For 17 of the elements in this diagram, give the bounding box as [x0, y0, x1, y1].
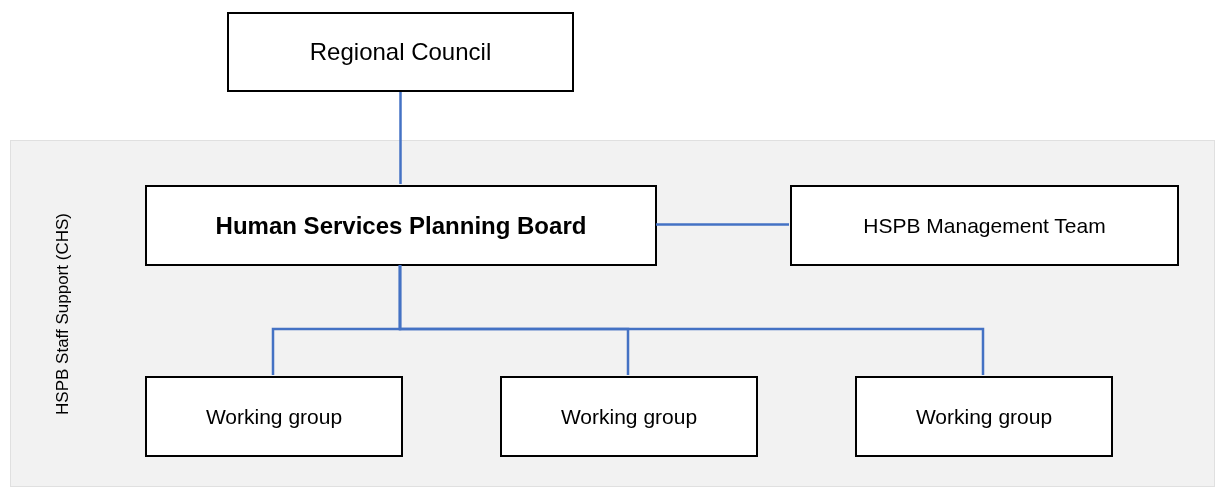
box-label: Human Services Planning Board	[215, 210, 587, 241]
box-label: Working group	[205, 403, 343, 430]
org-box	[145, 376, 403, 457]
connector-line	[399, 92, 402, 184]
org-box	[790, 185, 1179, 266]
org-box	[500, 376, 758, 457]
box-label: HSPB Management Team	[863, 212, 1106, 239]
box-label: Working group	[915, 403, 1053, 430]
org-box	[227, 12, 574, 92]
connector-line	[398, 265, 985, 375]
org-box	[145, 185, 657, 266]
staff-support-band	[10, 140, 1215, 487]
box-label: Regional Council	[309, 37, 492, 67]
connector-line	[656, 223, 789, 226]
box-label: Working group	[560, 403, 698, 430]
org-box	[855, 376, 1113, 457]
band-label: HSPB Staff Support (CHS)	[52, 212, 74, 415]
